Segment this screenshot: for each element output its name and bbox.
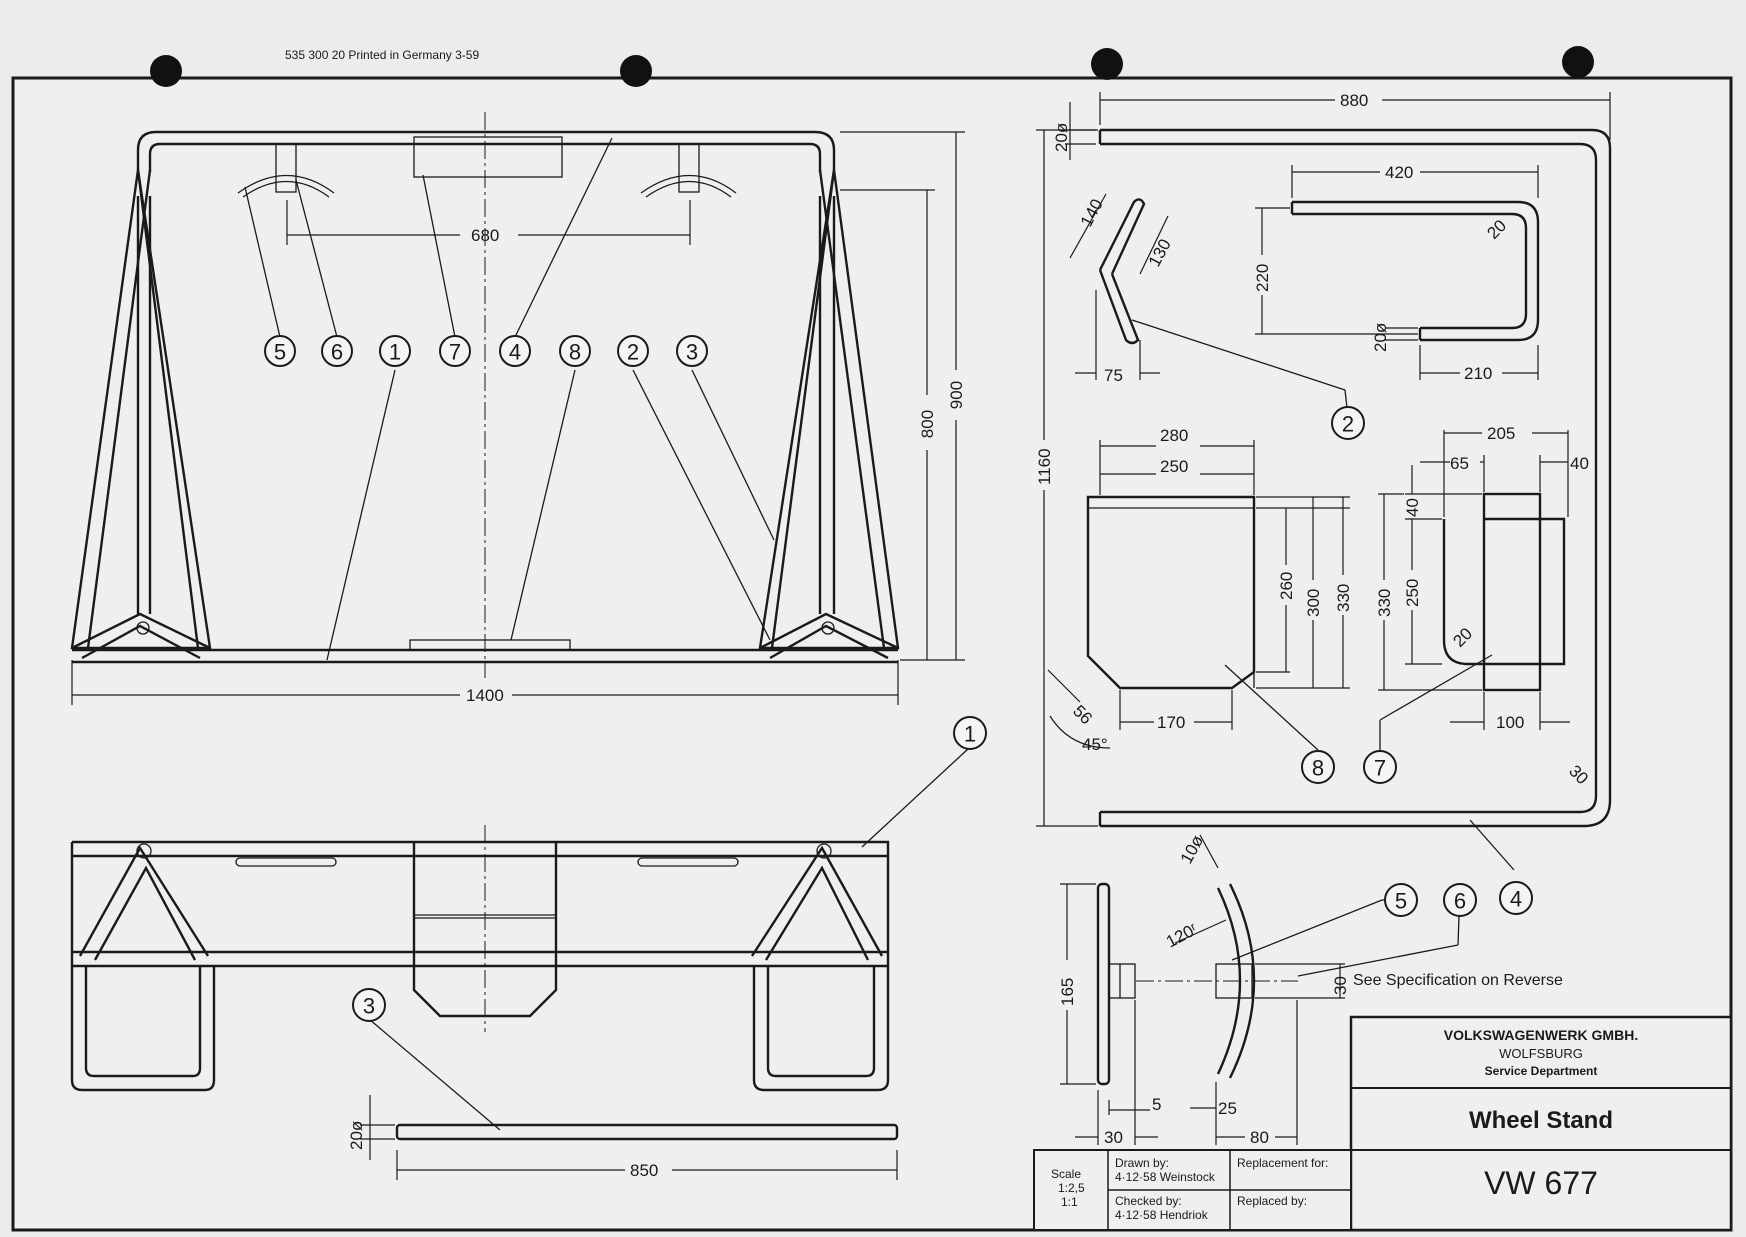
drawing-number: VW 677 xyxy=(1484,1165,1598,1201)
dim-1400: 1400 xyxy=(466,686,504,705)
dim-hook-pin: 30 xyxy=(1331,976,1350,995)
dim-100: 100 xyxy=(1496,713,1524,732)
dim-hook-30: 30 xyxy=(1104,1128,1123,1147)
dim-165: 165 xyxy=(1058,978,1077,1006)
dim-hook-80: 80 xyxy=(1250,1128,1269,1147)
svg-text:5: 5 xyxy=(1395,889,1407,914)
replaced-by-label: Replaced by: xyxy=(1237,1194,1307,1208)
svg-text:1: 1 xyxy=(389,340,401,365)
callout-1-top: 1 xyxy=(953,716,987,750)
svg-text:3: 3 xyxy=(363,994,375,1019)
dim-800: 800 xyxy=(918,410,937,438)
dim-40-b: 40 xyxy=(1403,498,1422,517)
dim-part3-dia: 20ø xyxy=(1371,323,1390,352)
svg-text:6: 6 xyxy=(331,340,343,365)
company-city: WOLFSBURG xyxy=(1499,1046,1583,1061)
svg-text:8: 8 xyxy=(569,340,581,365)
scale-label: Scale xyxy=(1051,1167,1081,1181)
replacement-for-label: Replacement for: xyxy=(1237,1156,1328,1170)
dim-angle: 45° xyxy=(1082,735,1108,754)
callout-6-front: 6 xyxy=(321,335,353,367)
callout-2-detail: 2 xyxy=(1331,406,1365,440)
dim-850: 850 xyxy=(630,1161,658,1180)
callout-3-front: 3 xyxy=(676,335,708,367)
print-code: 535 300 20 Printed in Germany 3-59 xyxy=(285,48,479,62)
punch-holes xyxy=(150,46,1594,87)
svg-text:4: 4 xyxy=(1510,887,1522,912)
callout-8-detail: 8 xyxy=(1301,750,1335,784)
svg-text:5: 5 xyxy=(274,340,286,365)
title-block: VOLKSWAGENWERK GMBH. WOLFSBURG Service D… xyxy=(1033,1015,1733,1232)
part-3-bar: 850 20ø xyxy=(347,1018,899,1180)
callout-5-front: 5 xyxy=(264,335,296,367)
svg-text:3: 3 xyxy=(686,340,698,365)
dim-hook-5: 5 xyxy=(1152,1095,1161,1114)
checked-by-value: 4·12·58 Hendriok xyxy=(1115,1208,1209,1222)
part-4-frame: 880 1160 20ø 30 xyxy=(1035,91,1612,871)
callout-3-bar: 3 xyxy=(352,988,386,1022)
svg-text:7: 7 xyxy=(1374,756,1386,781)
drawing-title: Wheel Stand xyxy=(1469,1107,1613,1134)
dim-210: 210 xyxy=(1464,364,1492,383)
checked-by-label: Checked by: xyxy=(1115,1194,1182,1208)
dim-220: 220 xyxy=(1253,264,1272,292)
callout-5-detail: 5 xyxy=(1384,883,1418,917)
part-7-detail: 205 65 40 40 330 250 20 100 xyxy=(1375,424,1589,750)
dim-250-b: 250 xyxy=(1403,579,1422,607)
dim-170: 170 xyxy=(1157,713,1185,732)
dim-900: 900 xyxy=(947,381,966,409)
callout-4-frame: 4 xyxy=(1499,881,1533,915)
callout-7-front: 7 xyxy=(439,335,471,367)
dim-260: 260 xyxy=(1277,572,1296,600)
svg-text:8: 8 xyxy=(1312,756,1324,781)
svg-text:6: 6 xyxy=(1454,889,1466,914)
callout-2-front: 2 xyxy=(617,335,649,367)
callout-8-front: 8 xyxy=(559,335,591,367)
svg-text:2: 2 xyxy=(627,340,639,365)
dim-330-b: 330 xyxy=(1375,589,1394,617)
dim-880: 880 xyxy=(1340,91,1368,110)
svg-text:2: 2 xyxy=(1342,412,1354,437)
dim-65: 65 xyxy=(1450,454,1469,473)
dim-280: 280 xyxy=(1160,426,1188,445)
dim-1160: 1160 xyxy=(1035,448,1054,485)
scale-value-2: 1:1 xyxy=(1061,1195,1078,1209)
company-name: VOLKSWAGENWERK GMBH. xyxy=(1444,1027,1638,1043)
hook-detail: 165 10ø 120ʳ 30 30 5 25 80 xyxy=(1058,832,1460,1147)
svg-text:1: 1 xyxy=(964,722,976,747)
callout-6-detail: 6 xyxy=(1443,883,1477,917)
svg-text:4: 4 xyxy=(509,340,521,365)
dim-330-a: 330 xyxy=(1334,584,1353,612)
company-department: Service Department xyxy=(1485,1064,1598,1078)
dim-420: 420 xyxy=(1385,163,1413,182)
drawn-by-label: Drawn by: xyxy=(1115,1156,1169,1170)
spec-note: See Specification on Reverse xyxy=(1353,972,1563,989)
scale-value-1: 1:2,5 xyxy=(1058,1181,1085,1195)
drawn-by-value: 4·12·58 Weinstock xyxy=(1115,1170,1216,1184)
dim-frame-dia: 20ø xyxy=(1052,123,1071,152)
dim-205: 205 xyxy=(1487,424,1515,443)
svg-text:7: 7 xyxy=(449,340,461,365)
callout-7-detail: 7 xyxy=(1363,750,1397,784)
dim-75: 75 xyxy=(1104,366,1123,385)
callout-4-front: 4 xyxy=(499,335,531,367)
dim-hook-25: 25 xyxy=(1218,1099,1237,1118)
front-view: 680 1400 800 900 xyxy=(70,112,966,705)
callout-1-front: 1 xyxy=(379,335,411,367)
dim-40-a: 40 xyxy=(1570,454,1589,473)
part-8-detail: 280 250 260 300 330 56 45° 170 xyxy=(1047,426,1353,754)
dim-680: 680 xyxy=(471,226,499,245)
part-2-detail: 140 130 75 xyxy=(1069,193,1348,409)
top-view xyxy=(70,748,969,1092)
dim-300: 300 xyxy=(1304,589,1323,617)
dim-250: 250 xyxy=(1160,457,1188,476)
dim-bar-dia: 20ø xyxy=(347,1121,366,1150)
